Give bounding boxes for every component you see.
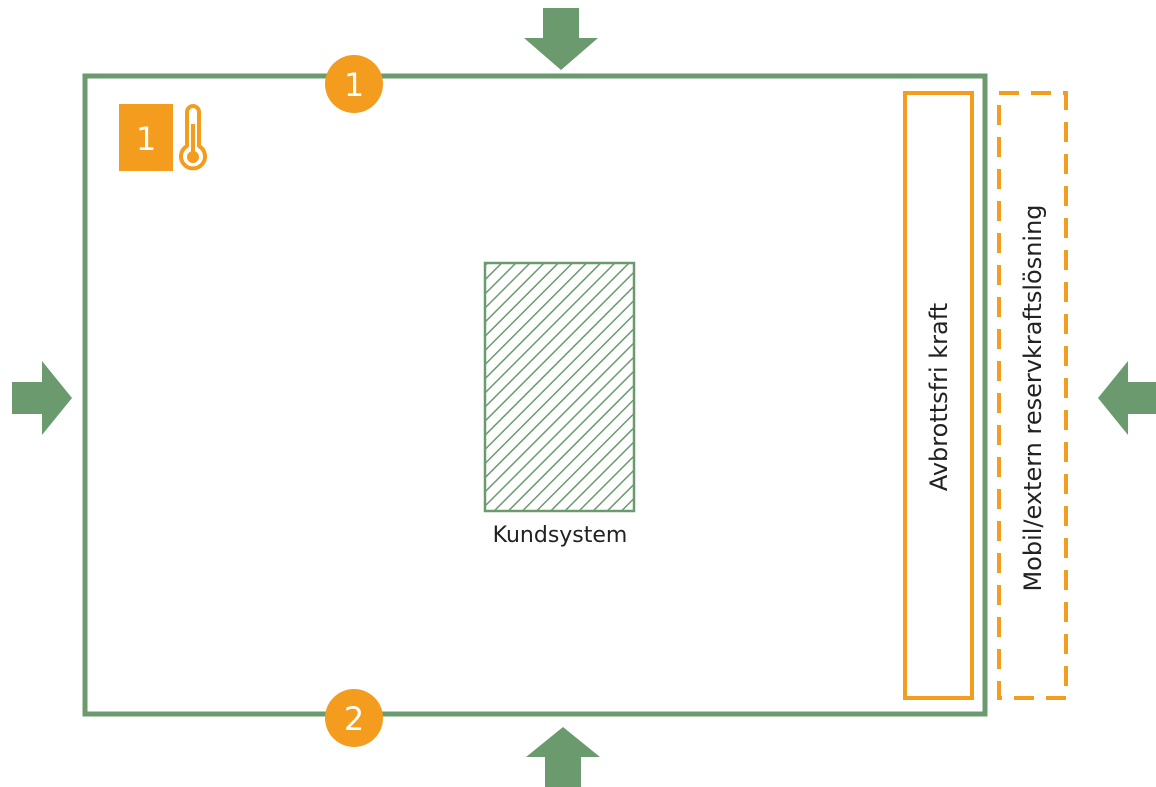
marker-circle-bottom: 2 — [325, 689, 383, 747]
ups-box — [903, 91, 974, 700]
customer-system-label: Kundsystem — [493, 523, 628, 548]
ups-label: Avbrottsfri kraft — [925, 303, 953, 491]
marker-circle-bottom-label: 2 — [344, 700, 364, 738]
customer-system-box — [483, 261, 636, 513]
arrow-up-icon — [526, 727, 600, 787]
arrow-down-icon — [524, 8, 598, 70]
arrow-right-icon — [12, 361, 72, 435]
backup-power-box — [997, 91, 1068, 700]
facility-boundary — [82, 73, 988, 717]
backup-power-label: Mobil/extern reservkraftslösning — [1019, 204, 1047, 591]
arrow-left-icon — [1098, 361, 1156, 435]
marker-square-label: 1 — [136, 120, 156, 158]
marker-square: 1 — [119, 104, 173, 171]
marker-circle-top: 1 — [325, 55, 383, 113]
thermometer-icon — [179, 104, 207, 171]
marker-circle-top-label: 1 — [344, 66, 364, 104]
